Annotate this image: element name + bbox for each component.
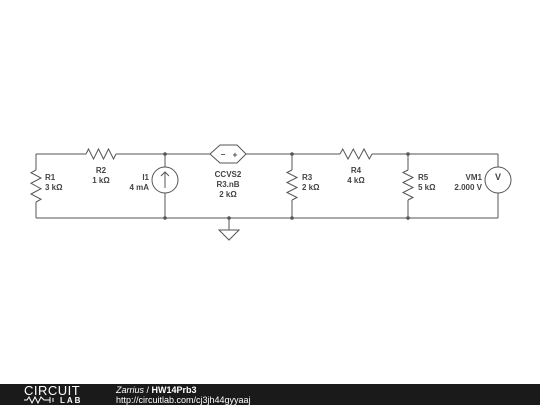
vm1-value: 2.000 V: [454, 183, 482, 192]
ccvs2-expr: R3.nB: [216, 180, 239, 189]
ccvs-plus-sign: +: [233, 151, 238, 160]
i1-name: I1: [142, 173, 149, 182]
resistor-icon: [29, 169, 43, 203]
footer-bar: CIRCUIT LAB Zarrius / HW14Prb3 http://ci…: [0, 384, 540, 405]
author-link[interactable]: Zarrius: [116, 385, 145, 395]
junction-node: [290, 216, 294, 220]
junction-node: [406, 152, 410, 156]
r1-name: R1: [45, 173, 56, 182]
r3-value: 2 kΩ: [302, 183, 320, 192]
ccvs2-value: 2 kΩ: [219, 190, 237, 199]
resistor-icon: [401, 169, 415, 201]
i1-value: 4 mA: [129, 183, 149, 192]
junction-node: [163, 216, 167, 220]
voltmeter-icon: [484, 166, 512, 194]
circuit-schematic: R1 3 kΩ R2 1 kΩ I1 4 mA − + CCVS2 R3.nB …: [29, 144, 512, 241]
r4-name: R4: [351, 166, 362, 175]
current-source-icon: [151, 166, 179, 194]
path-separator: /: [144, 385, 152, 395]
r5-value: 5 kΩ: [418, 183, 436, 192]
junction-node: [290, 152, 294, 156]
r2-name: R2: [96, 166, 107, 175]
ccvs-icon: [209, 144, 247, 164]
logo-bottom-text: LAB: [60, 396, 83, 405]
ccvs2-name: CCVS2: [215, 170, 242, 179]
r3-name: R3: [302, 173, 313, 182]
circuit-url[interactable]: http://circuitlab.com/cj3jh44gyyaaj: [116, 395, 251, 405]
junction-node: [163, 152, 167, 156]
r2-value: 1 kΩ: [92, 176, 110, 185]
circuit-meta: Zarrius / HW14Prb3 http://circuitlab.com…: [116, 385, 251, 405]
r4-value: 4 kΩ: [347, 176, 365, 185]
r1-value: 3 kΩ: [45, 183, 63, 192]
circuit-title[interactable]: HW14Prb3: [151, 385, 197, 395]
logo-wave-icon: [24, 396, 54, 404]
ground-icon: [217, 229, 241, 241]
vm1-name: VM1: [466, 173, 483, 182]
vm1-symbol: V: [495, 172, 501, 182]
circuitlab-logo[interactable]: CIRCUIT LAB: [24, 384, 94, 405]
resistor-icon: [285, 169, 299, 201]
junction-node: [227, 216, 231, 220]
ccvs-minus-sign: −: [221, 150, 226, 159]
junction-node: [406, 216, 410, 220]
resistor-icon: [339, 147, 373, 161]
logo-top-text: CIRCUIT: [24, 383, 81, 398]
r5-name: R5: [418, 173, 429, 182]
current-arrow: [160, 171, 170, 188]
resistor-icon: [85, 147, 117, 161]
